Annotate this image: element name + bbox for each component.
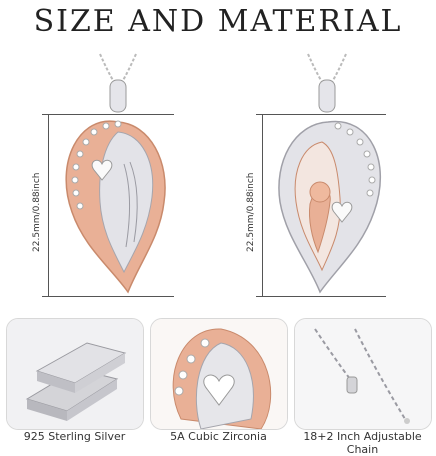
dimension-bottom-line (256, 296, 386, 297)
feature-zirconia-thumb (150, 318, 288, 430)
dimension-bottom-line (42, 296, 174, 297)
feature-caption-chain: 18+2 Inch Adjustable Chain (303, 430, 422, 456)
feature-silver-thumb (6, 318, 144, 430)
dimension-label: 22.5mm/0.88inch (32, 172, 42, 252)
feature-caption-zirconia: 5A Cubic Zirconia (170, 430, 267, 443)
feature-chain-thumb (294, 318, 432, 430)
pendant-left-panel: 22.5mm/0.88inch (10, 52, 214, 302)
feature-caption-silver: 925 Sterling Silver (23, 430, 126, 443)
pendant-left-image (65, 53, 166, 294)
dimension-top-line (42, 114, 174, 115)
dimension-label: 22.5mm/0.88inch (246, 172, 256, 252)
page-title: SIZE AND MATERIAL (33, 4, 403, 39)
dimension-line (262, 114, 263, 296)
pendant-right-image (278, 53, 382, 294)
dimension-top-line (256, 114, 386, 115)
dimension-line (48, 114, 49, 296)
silver-bars-icon (7, 319, 143, 429)
chain-closeup-icon (295, 319, 431, 429)
pendant-closeup-icon (151, 319, 287, 429)
pendant-right-panel: 22.5mm/0.88inch (222, 52, 426, 302)
